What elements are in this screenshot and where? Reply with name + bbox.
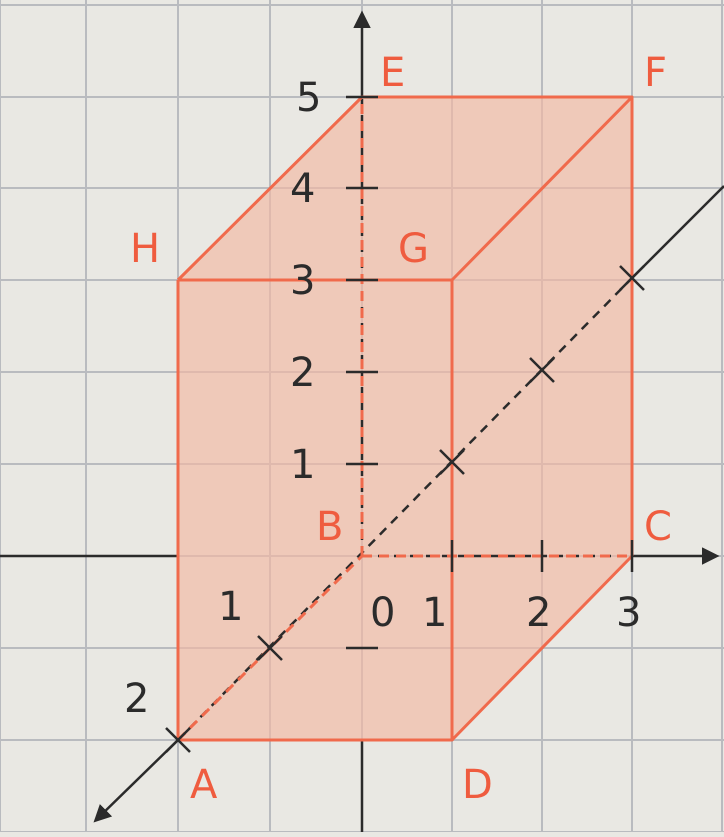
tick-marks <box>165 95 645 753</box>
edge-cd <box>450 554 634 742</box>
vertex-labels: A B C D E F G H <box>130 50 672 808</box>
y-axis-back <box>631 185 724 279</box>
cuboid-faces <box>178 97 632 740</box>
vertex-label-f: F <box>644 50 667 96</box>
cuboid-hidden-edges <box>176 97 632 742</box>
face-top <box>178 97 632 280</box>
z-tick-label-2: 2 <box>290 350 315 396</box>
vertex-label-h: H <box>130 226 160 272</box>
edge-top-face <box>176 95 634 282</box>
y-axis-hidden <box>177 277 633 741</box>
y-tick-label-2: 2 <box>124 676 149 722</box>
edge-ab-hidden <box>176 554 364 742</box>
y-tick-neg2 <box>529 357 555 383</box>
z-tick-label-4: 4 <box>290 166 315 212</box>
x-tick-label-3: 3 <box>616 590 641 636</box>
face-right <box>452 97 632 740</box>
origin-label: 0 <box>370 590 395 636</box>
x-tick-label-2: 2 <box>526 590 551 636</box>
x-tick-label-1: 1 <box>422 590 447 636</box>
z-tick-label-3: 3 <box>290 258 315 304</box>
vertex-label-d: D <box>462 762 493 808</box>
vertex-label-e: E <box>380 50 405 96</box>
z-tick-label-1: 1 <box>290 442 315 488</box>
z-tick-label-5: 5 <box>296 75 321 121</box>
y-tick-label-1: 1 <box>218 584 243 630</box>
vertex-label-c: C <box>644 504 672 550</box>
y-tick-2 <box>165 727 191 753</box>
face-front <box>178 280 452 740</box>
y-tick-neg3 <box>619 265 645 291</box>
y-axis-front <box>93 739 179 823</box>
y-tick-neg1 <box>439 449 465 475</box>
vertex-label-b: B <box>316 504 343 550</box>
y-tick-1 <box>257 635 283 661</box>
tick-labels: 1 2 3 4 5 0 1 2 3 1 2 <box>124 75 641 722</box>
vertex-label-g: G <box>398 226 429 272</box>
vertex-label-a: A <box>190 762 218 808</box>
